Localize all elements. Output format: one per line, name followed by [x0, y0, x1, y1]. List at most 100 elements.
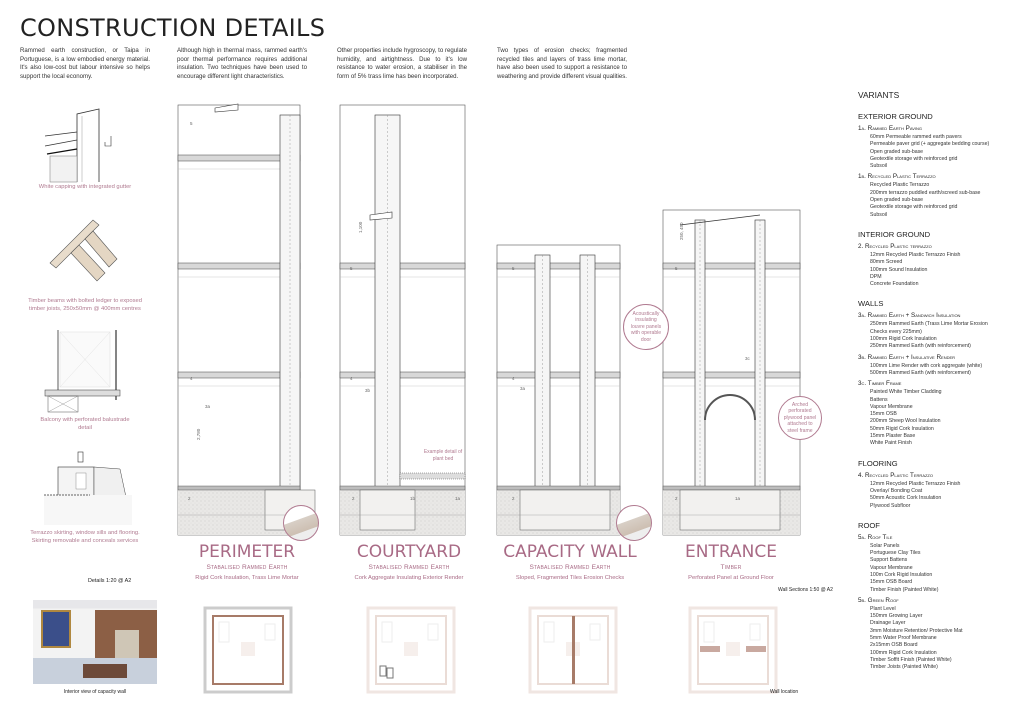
concrete-foundation: [359, 489, 416, 531]
variant-group-heading: WALLS: [858, 299, 884, 309]
plan-courtyard: [241, 642, 255, 656]
plan-room: [218, 621, 230, 643]
variant-label: 3a. Rammed Earth + Sandwich Insulation: [858, 312, 961, 320]
detail-callout-perimeter: [283, 505, 319, 541]
plant-bed-location: [379, 665, 387, 677]
variant-group-heading: FLOORING: [858, 458, 898, 468]
plan-room: [703, 621, 715, 643]
variant-layer-item: Open graded sub-base: [870, 197, 924, 204]
intro-paragraph: Other properties include hygroscopy, to …: [337, 47, 467, 80]
variant-layer-item: Checks every 225mm): [870, 328, 922, 335]
floor-slab: [339, 262, 466, 270]
variant-layer-item: Subsoil: [870, 211, 888, 218]
balcony-detail-drawing: [44, 330, 121, 413]
details-scale-label: Details 1:20 @ A2: [88, 578, 132, 584]
variant-layer-item: 100mm Rigid Cork Insulation: [870, 649, 937, 656]
variant-layer-item: 2x15mm OSB Board: [870, 642, 918, 649]
callout-arched-panel: Arched perforated plywood panel attached…: [778, 396, 822, 440]
plan-thumbnail: [688, 606, 778, 694]
variant-layer-item: Support Battens: [870, 557, 908, 564]
variants-panel: VARIANTS EXTERIOR GROUND 1a. Rammed Earth…: [858, 90, 1018, 672]
terrazzo-skirting-drawing: [44, 451, 132, 525]
wall-sections-scale-label: Wall Sections 1:50 @ A2: [778, 587, 833, 593]
plan-courtyard: [726, 642, 740, 656]
wall-section-entrance: [662, 209, 801, 536]
section-description: Perforated Panel at Ground Floor: [688, 575, 774, 581]
variant-layer-item: 150mm Growing Layer: [870, 613, 923, 620]
interior-view-caption: Interior view of capacity wall: [63, 689, 127, 695]
variant-layer-item: 50mm Rigid Cork Insulation: [870, 425, 934, 432]
rug: [83, 664, 127, 678]
variant-layer-item: Battens: [870, 396, 888, 403]
variants-title: VARIANTS: [858, 90, 900, 100]
section-tag-label: 3b: [365, 388, 371, 393]
plan-room: [264, 623, 276, 641]
section-tag-label: 2: [188, 496, 191, 501]
variant-layer-item: Plywood Subfloor: [870, 502, 911, 509]
section-material: Stabalised Rammed Earth: [368, 564, 450, 571]
variant-layer-item: Timber Joists (Painted White): [870, 664, 938, 671]
callout-louvre: Acoustically insulating louvre panels wi…: [623, 304, 669, 350]
plan-inner: [375, 615, 447, 685]
intro-paragraph: Although high in thermal mass, rammed ea…: [177, 47, 307, 80]
variant-layer-item: Plant Level: [870, 605, 896, 612]
variant-label: 1a. Rammed Earth Paving: [858, 125, 922, 132]
section-tag-label: 2: [352, 496, 355, 501]
section-tag-label: 5: [675, 266, 678, 271]
variant-layer-item: DPM: [870, 273, 882, 280]
plan-room: [427, 623, 439, 641]
highlighted-wall: [700, 646, 720, 652]
variant-layer-item: Vapour Membrane: [870, 403, 913, 410]
variant-layer-item: 80mm Screed: [870, 259, 903, 266]
section-tag-label: 2: [675, 496, 678, 501]
section-title-perimeter: PERIMETER: [198, 542, 296, 562]
variant-layer-item: 100mm Sound Insulation: [870, 266, 928, 273]
section-tag-label: 4: [190, 376, 193, 381]
note-balcony: Balcony with perforated balustrade detai…: [40, 417, 130, 431]
wall-section-courtyard: [339, 104, 466, 536]
callout-plant-bed: Example detail of plant bed: [423, 449, 463, 462]
variant-group-heading: EXTERIOR GROUND: [858, 112, 933, 121]
section-description: Cork Aggregate Insulating Exterior Rende…: [354, 575, 464, 581]
plan-inner: [697, 615, 769, 685]
variant-layer-item: 200mm terrazzo puddled earth/screed sub-…: [870, 189, 981, 196]
variant-group-heading: ROOF: [858, 520, 880, 530]
variant-label: 5a. Roof Tile: [858, 533, 893, 541]
section-tag-label: 1a: [735, 496, 741, 501]
variant-layer-item: 50mm Acoustic Cork Insulation: [870, 495, 942, 502]
plant-bed: [399, 472, 466, 480]
ground-floor-finish: [177, 485, 301, 491]
variant-group-heading: INTERIOR GROUND: [858, 229, 931, 239]
variant-layer-item: 100mm Rigid Cork Insulation: [870, 336, 937, 343]
floor-slab: [339, 371, 466, 379]
plan-thumbnail: [528, 606, 618, 694]
variant-layer-item: 60mm Permeable rammed earth pavers: [870, 134, 962, 140]
variant-layer-item: 100m Cork Rigid Insulation: [870, 571, 933, 578]
variant-layer-item: 100mm Lime Render with cork aggregate (w…: [870, 362, 983, 369]
variant-layer-item: Recycled Plastic Terrazzo: [870, 182, 930, 189]
section-title-courtyard: COURTYARD: [356, 542, 462, 562]
wall-location-plans: [203, 606, 778, 694]
variant-layer-item: White Paint Finish: [870, 440, 912, 447]
timber-beam-drawing: [49, 219, 118, 282]
plan-room: [543, 621, 555, 643]
section-title-capacity-wall: CAPACITY WALL: [503, 542, 637, 562]
section-tag-label: 5: [190, 121, 193, 126]
variant-layer-item: Permeable paver grid (+ aggregate beddin…: [870, 141, 990, 148]
wall-section-perimeter: [177, 104, 316, 536]
plant-bed-location: [386, 667, 394, 679]
variant-layer-item: 12mm Recycled Plastic Terrazzo Finish: [870, 480, 961, 487]
section-material: Timber: [720, 564, 742, 571]
capping: [369, 211, 393, 221]
variant-layer-item: Concrete Foundation: [870, 281, 919, 288]
section-tag-label: 4: [512, 376, 515, 381]
concrete-foundation: [519, 489, 611, 531]
variant-layer-item: 15mm Plaster Base: [870, 433, 916, 440]
variant-label: 2. Recycled Plastic terrazzo: [858, 242, 932, 250]
variant-layer-item: Solar Panels: [870, 542, 900, 549]
arch: [704, 394, 756, 421]
floor-slab: [496, 371, 621, 379]
variant-label: 1b. Recycled Plastic Terrazzo: [858, 173, 936, 181]
section-material: Stabalised Rammed Earth: [206, 564, 288, 571]
